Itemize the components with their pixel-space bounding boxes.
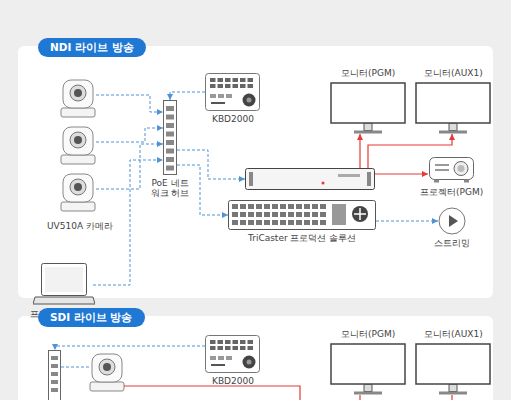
controller: KBD2000 [205, 335, 260, 373]
device-label: 모니터(AUX1) [424, 68, 483, 78]
device-label: 모니터(AUX1) [424, 329, 483, 339]
network-cable [170, 92, 205, 100]
connector-segment [375, 173, 428, 174]
video-cable [360, 134, 361, 168]
network-hub: PoE 네트워크 허브 [163, 100, 177, 175]
production-system-icon [228, 168, 376, 230]
controller-icon [205, 73, 260, 111]
monitor-icon [415, 82, 491, 134]
monitor-icon [330, 343, 406, 395]
device-label: 프로젝터(PGM) [420, 187, 483, 197]
streaming-icon-icon [438, 207, 466, 235]
connector-segment [96, 128, 163, 142]
monitor: 모니터(PGM) [330, 82, 406, 134]
network-cable [376, 221, 438, 222]
device-label: UV510A 카메라 [47, 221, 113, 231]
section-title-text: NDI 라이브 방송 [50, 41, 134, 54]
monitor: 모니터(PGM) [330, 343, 406, 395]
device-label: 스트리밍 [434, 238, 470, 248]
device-label: 모니터(PGM) [341, 329, 395, 339]
monitor: 모니터(AUX1) [415, 82, 491, 134]
controller-icon [205, 335, 260, 373]
section-title-text: SDI 라이브 방송 [50, 311, 133, 324]
laptop-icon [33, 262, 95, 306]
device-label: KBD2000 [212, 114, 254, 124]
monitor-icon [415, 343, 491, 395]
connector-segment [96, 95, 163, 112]
camera-group-icon [55, 78, 105, 218]
network-hub-icon [163, 100, 177, 175]
monitor: 모니터(AUX1) [415, 343, 491, 395]
monitor-icon [330, 82, 406, 134]
section-title: NDI 라이브 방송 [38, 38, 146, 57]
connector-segment [376, 221, 438, 222]
projector: 프로젝터(PGM) [428, 152, 476, 184]
video-cable [375, 174, 428, 175]
laptop: 프리젠테이션 PC [33, 262, 95, 306]
device-label: 모니터(PGM) [341, 68, 395, 78]
streaming-icon: 스트리밍 [438, 207, 466, 235]
connector-segment [359, 134, 360, 168]
device-label: KBD2000 [212, 376, 254, 386]
camera-group: UV510A 카메라 [55, 78, 105, 218]
controller: KBD2000 [205, 73, 260, 111]
device-label: TriCaster 프로덕션 솔루션 [248, 233, 356, 243]
production-system: TriCaster 프로덕션 솔루션 [228, 168, 376, 230]
section-title: SDI 라이브 방송 [38, 308, 145, 327]
projector-icon [428, 152, 476, 184]
device-label: PoE 네트워크 허브 [147, 178, 193, 199]
connector-segment [170, 92, 205, 100]
